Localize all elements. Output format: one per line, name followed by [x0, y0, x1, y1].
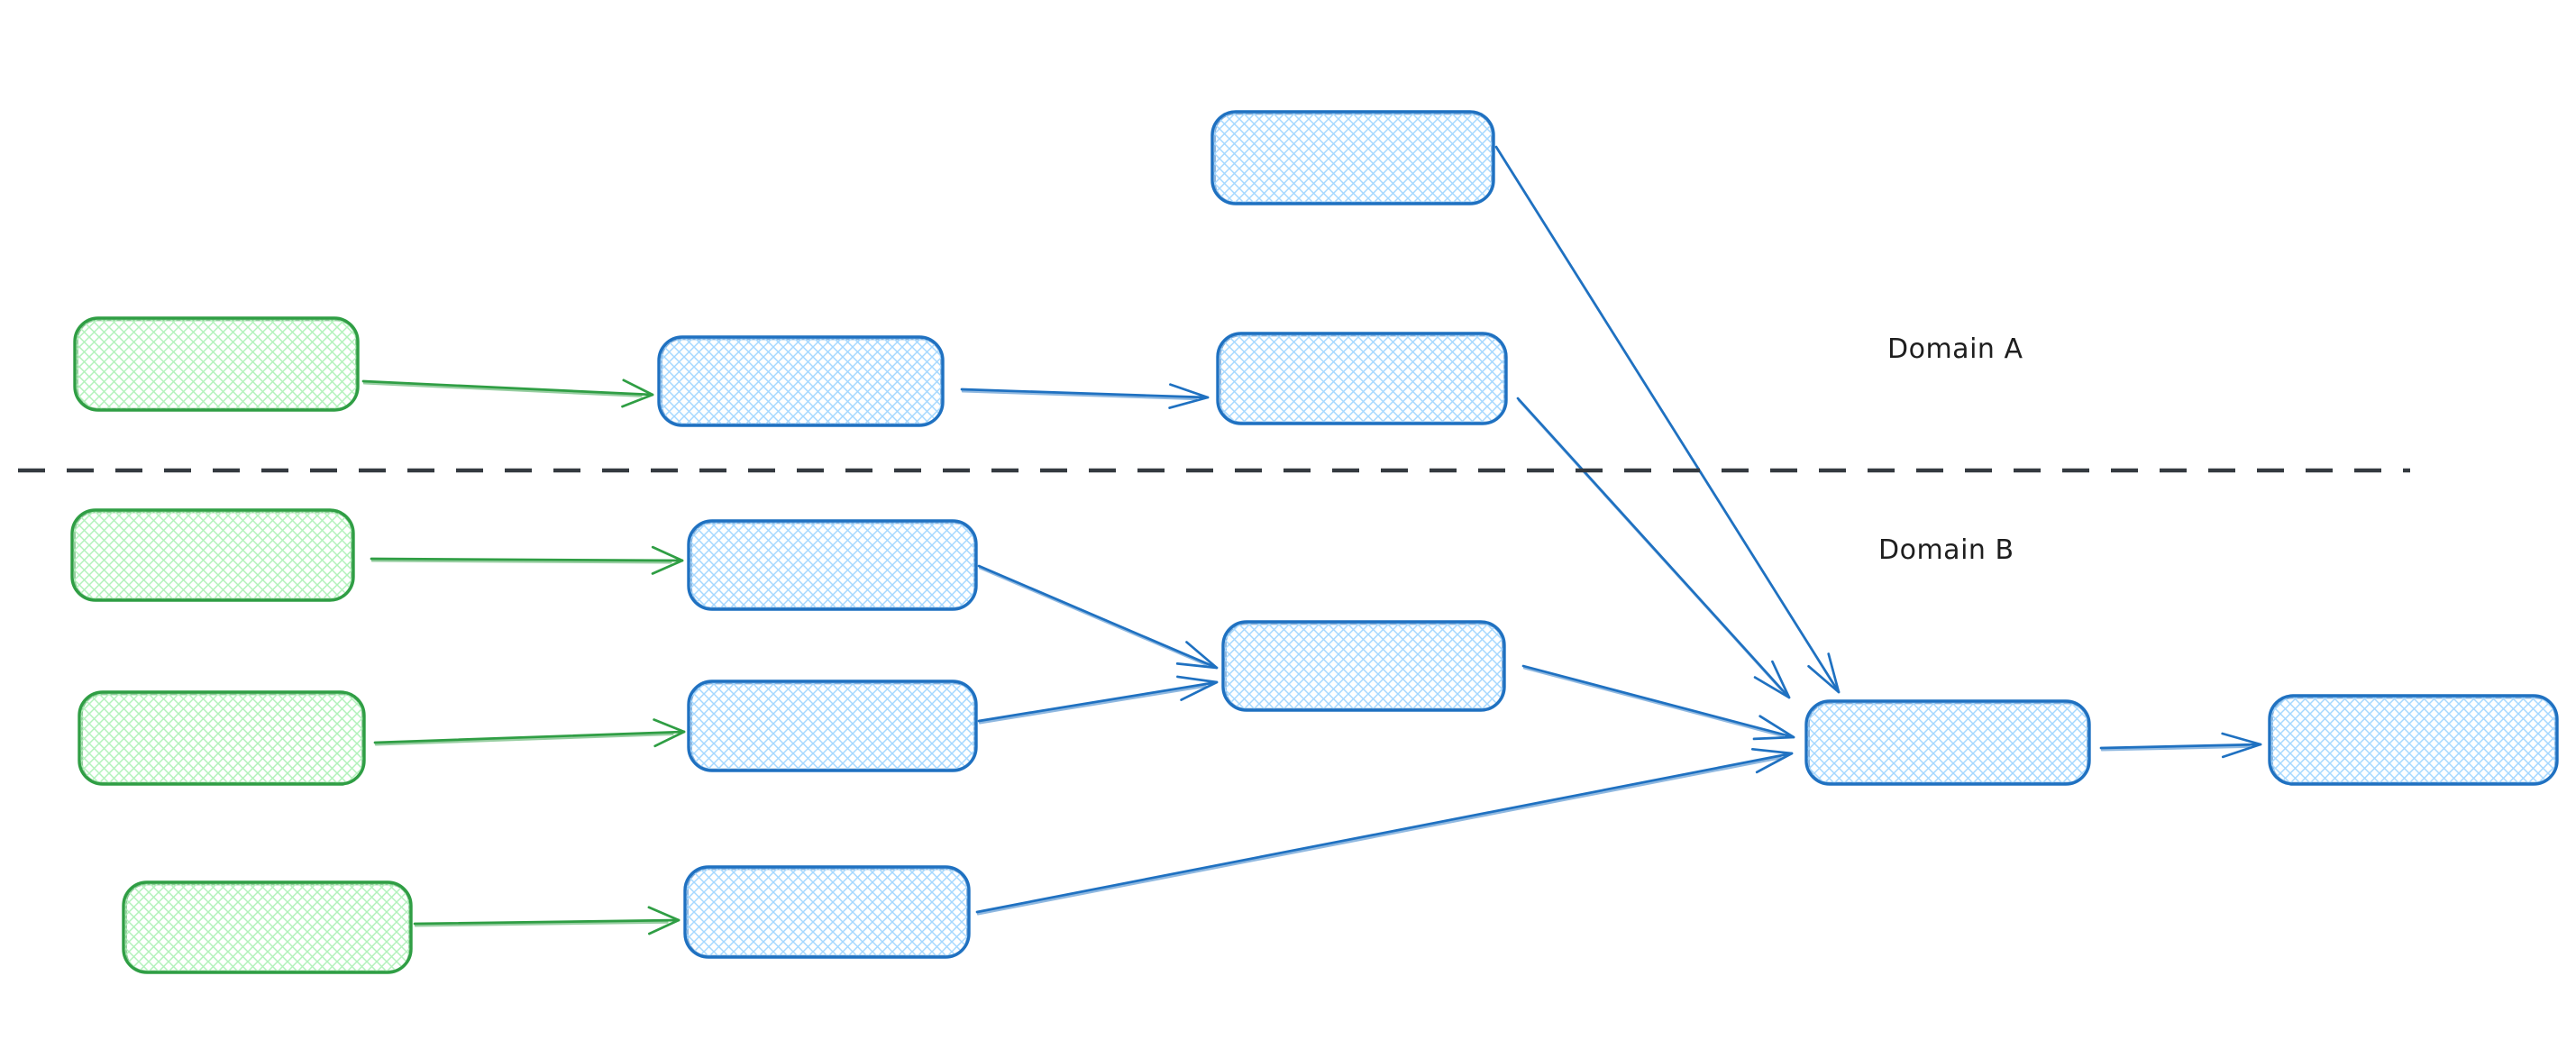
node-source-b3: [122, 880, 413, 974]
node-source-b2: [78, 690, 366, 786]
domain-a-label: Domain A: [1887, 333, 2023, 365]
edge-input-top-to-sink: [1494, 145, 1841, 694]
node-source-b1: [70, 508, 355, 602]
node-input-top: [1210, 110, 1495, 205]
node-process-b3: [683, 865, 971, 959]
edge-source-b1-to-process-b1: [370, 545, 684, 575]
edge-process-b2-to-merge-b: [977, 675, 1219, 725]
edge-process-a1-to-process-a2: [960, 383, 1210, 409]
node-sink: [1804, 699, 2091, 786]
node-process-a2: [1216, 332, 1508, 425]
node-layer: [70, 110, 2559, 974]
node-process-b1: [687, 519, 978, 611]
edge-sink-to-output: [2099, 732, 2262, 759]
node-process-a1: [657, 335, 945, 427]
edge-layer: [361, 145, 2262, 935]
edge-process-b1-to-merge-b: [977, 564, 1219, 670]
edge-source-a-to-process-a1: [361, 379, 654, 408]
node-source-a: [73, 316, 360, 412]
edge-process-a2-to-sink: [1516, 397, 1791, 699]
edge-source-b3-to-process-b3: [413, 906, 681, 935]
node-merge-b: [1221, 620, 1506, 712]
edge-process-b3-to-sink: [975, 747, 1794, 916]
edge-merge-b-to-sink: [1521, 664, 1795, 741]
node-process-b2: [687, 680, 978, 772]
edge-source-b2-to-process-b2: [373, 718, 686, 748]
node-output: [2268, 694, 2559, 786]
domain-b-label: Domain B: [1878, 534, 2014, 566]
